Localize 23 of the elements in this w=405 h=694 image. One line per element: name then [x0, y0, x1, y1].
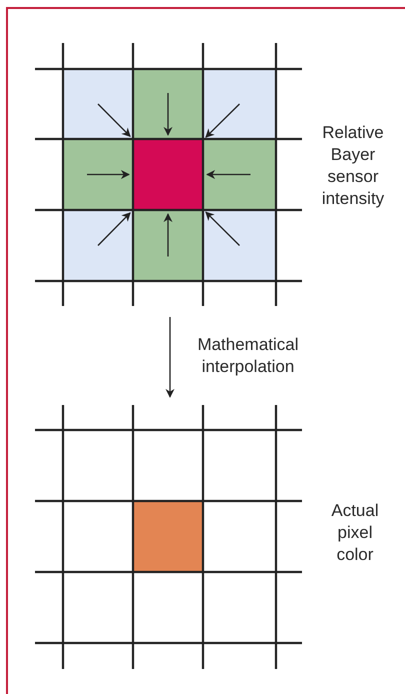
arrow [87, 170, 130, 179]
arrow [205, 104, 240, 138]
grid-caption: Relative Bayer sensor intensity [320, 122, 386, 210]
sensor-cell [63, 139, 133, 210]
pixel-grid [35, 405, 302, 669]
sensor-cell [203, 139, 276, 210]
grid-caption: Actual pixel color [330, 500, 380, 566]
sensor-cell [133, 69, 203, 139]
arrow [98, 212, 131, 246]
center-pixel-cell [133, 501, 203, 572]
sensor-cell [133, 210, 203, 281]
arrow [164, 213, 172, 256]
center-pixel-cell [133, 139, 203, 210]
sensor-cell [203, 69, 276, 139]
pixel-grid [35, 43, 302, 306]
sensor-cell [203, 210, 276, 281]
arrow [205, 211, 240, 246]
arrow [98, 104, 131, 138]
sensor-cell [63, 210, 133, 281]
arrow [164, 93, 172, 136]
arrow [166, 317, 174, 398]
sensor-cell [63, 69, 133, 139]
arrow [206, 170, 250, 179]
